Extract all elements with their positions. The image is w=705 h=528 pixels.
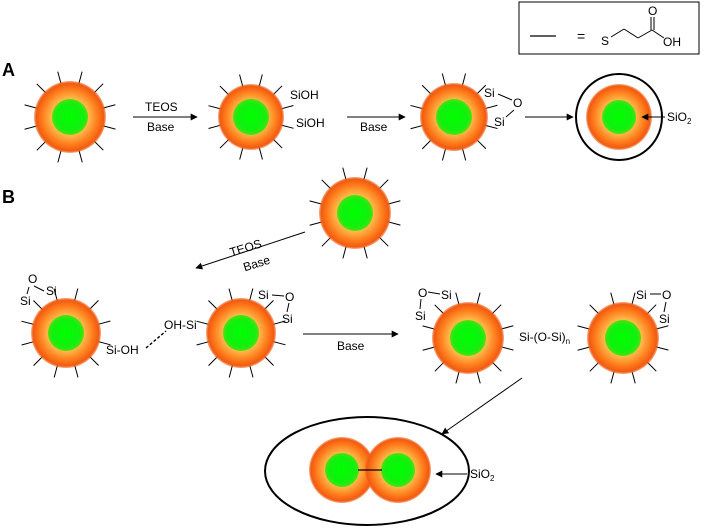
bond-s-c1 [610,28,625,38]
panel-b-left-bond-2 [26,286,30,295]
mercaptopropionic-acid-structure [610,17,665,39]
panel-b-dot-bare [309,167,401,259]
panel-b-right1-si-bottom: Si [415,309,426,323]
panel-a-dot-siloxane [410,73,498,161]
panel-b-dot-dimer-left [309,437,375,503]
panel-a-dot-coated-core [602,100,636,134]
panel-b-dot-center [196,288,286,378]
panel-b-bridge: Si-(O-Si)n [519,330,570,346]
panel-b-center-silanol: OH-Si [164,318,197,332]
panel-a-label: A [2,60,15,80]
panel-a-dot-coated [586,84,652,150]
bond-c3-oh [651,29,665,39]
panel-a-shell-label: SiO2 [667,110,692,126]
panel-b-left-silanol: Si-OH [106,343,139,357]
panel-b-arrow-3 [441,377,523,435]
panel-b-step2-condition: Base [337,339,365,353]
panel-b-right1-si-top: Si [441,288,452,302]
panel-b-dot-dimer-right-core [381,453,415,487]
panel-a-silanol-top: SiOH [290,88,319,102]
panel-b-silica-shell [264,416,470,526]
panel-b-dot-right-1-core [450,320,486,356]
panel-b-dot-dimer-left-core [325,453,359,487]
panel-a-dot-bare-core [52,99,88,135]
panel-b-center-bond-1 [271,294,285,297]
panel-b-center-si-top: Si [258,288,269,302]
panel-a-siloxane-bond-2 [505,109,515,118]
legend-equals: = [577,28,585,44]
panel-b-right1-bond-2 [419,298,422,310]
panel-a-siloxane-si-bottom: Si [494,115,505,129]
panel-b-right2-si-top: Si [636,288,647,302]
panel-b-left-si-bottom: Si [20,294,31,308]
panel-b-center-si-bottom: Si [282,312,293,326]
panel-b-dot-dimer-right [365,437,431,503]
panel-a-dot-bare [24,71,116,163]
panel-b-shell-label: SiO2 [470,467,495,483]
panel-a-silanol-bottom: SiOH [296,116,325,130]
panel-b-dot-left [21,288,111,378]
panel-b-center-bond-2 [286,302,290,313]
panel-b-arrow-1 [195,231,306,270]
panel-b-center-o: O [285,290,294,304]
legend: = S O OH [518,1,700,55]
bond-c2-c3 [637,29,653,39]
panel-b-right2-si-bottom: Si [659,312,670,326]
legend-box [518,1,700,55]
bond-c1-c2 [623,28,639,39]
panel-b-dot-right-2 [577,292,669,384]
panel-a: A TEOS Base SiOH SiOH Base Si O Si SiO2 [2,60,692,163]
panel-b-step1-condition: Base [241,253,272,274]
panel-b-right1-o: O [418,286,427,300]
panel-a-step1-condition: Base [147,120,175,134]
panel-b: B TEOS Base O Si Si Si-OH OH-Si Si O Si … [2,167,671,526]
panel-a-dot-silanol [208,74,294,160]
panel-a-siloxane-o: O [513,96,522,110]
legend-oh-label: OH [663,35,681,49]
panel-b-left-o: O [28,272,37,286]
panel-b-dot-bare-core [337,195,373,231]
panel-a-siloxane-bond-1 [497,93,513,101]
panel-b-left-bond-1 [33,285,45,292]
panel-a-dot-silanol-core [233,99,269,135]
panel-b-dot-left-core [48,315,84,351]
panel-b-label: B [2,187,15,207]
panel-a-step2-condition: Base [360,120,388,134]
panel-b-right2-o: O [662,288,671,302]
panel-b-left-si-top: Si [46,284,57,298]
legend-o-label: O [648,4,657,18]
legend-s-label: S [601,34,609,48]
panel-b-dot-center-core [223,315,259,351]
panel-a-step1-reagent: TEOS [145,100,178,114]
panel-b-dot-right-1 [422,292,514,384]
panel-a-dot-siloxane-core [436,99,472,135]
panel-b-right2-bond-2 [663,301,667,313]
panel-b-right1-bond-1 [427,291,441,295]
panel-b-dot-right-2-core [605,320,641,356]
panel-a-siloxane-si-top: Si [484,86,495,100]
panel-b-hydrogen-bond [145,330,167,349]
